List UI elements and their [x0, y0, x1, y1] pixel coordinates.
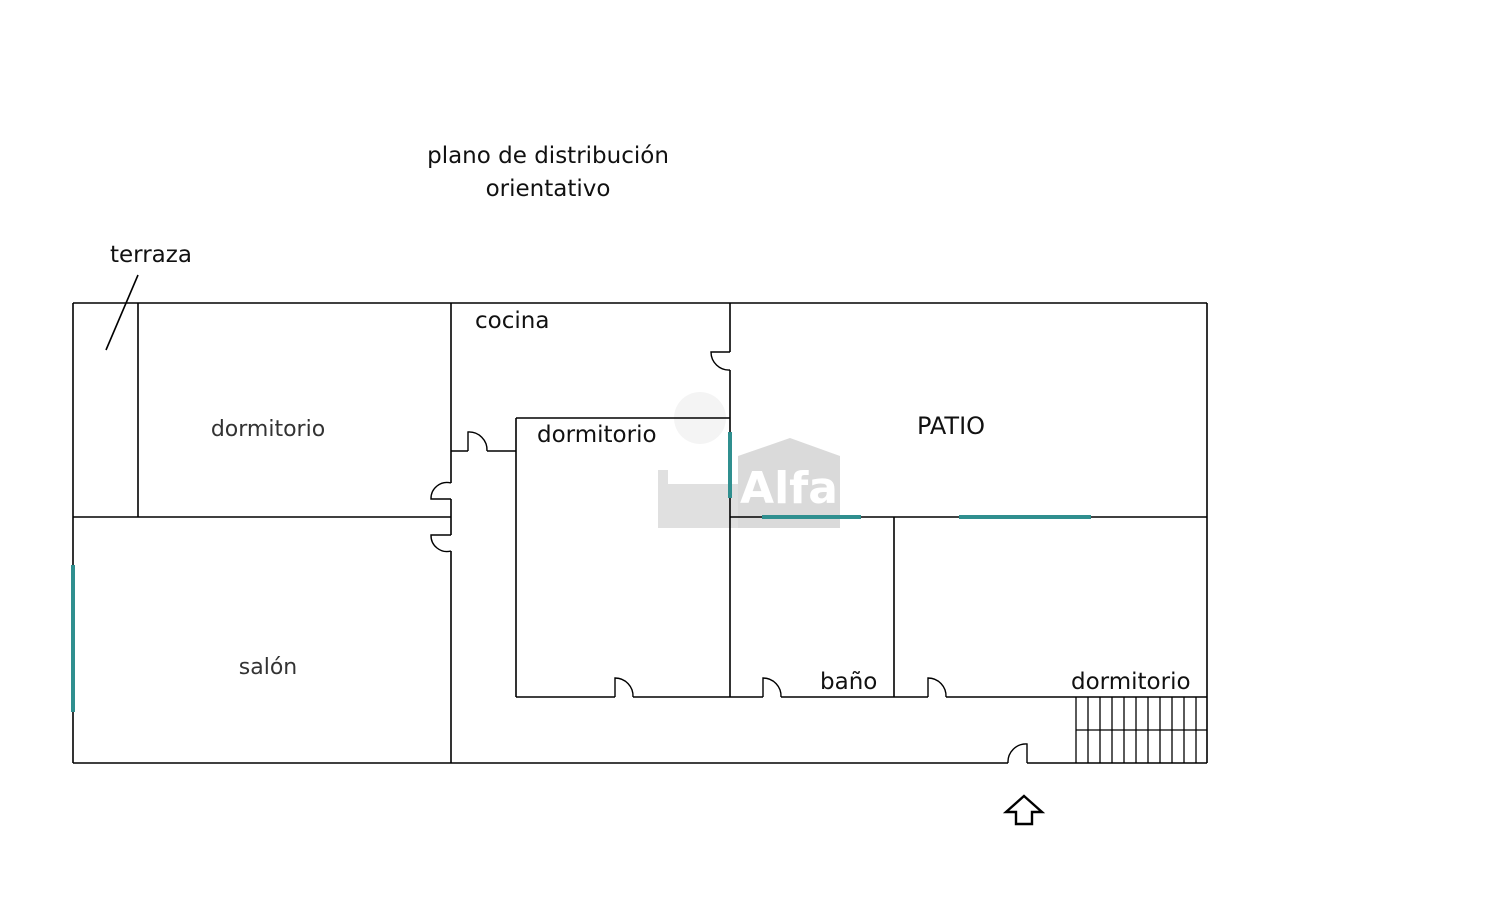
door-dormitorio-2	[614, 677, 634, 698]
door-cocina	[467, 431, 488, 452]
stairs	[1075, 697, 1207, 763]
watermark-house	[738, 438, 840, 528]
watermark-frame-left	[658, 470, 668, 528]
door-dormitorio-1	[430, 481, 452, 500]
room-label-dormitorio-center: dormitorio	[537, 422, 657, 448]
door-cocina-patio	[710, 351, 731, 371]
room-label-bano: baño	[820, 669, 877, 695]
plan-title-line-2: orientativo	[486, 176, 611, 202]
room-label-dormitorio-right: dormitorio	[1071, 669, 1191, 695]
windows	[71, 432, 1091, 712]
room-label-dormitorio-left: dormitorio	[211, 417, 325, 442]
door-dormitorio-3	[927, 677, 947, 698]
door-salon	[430, 534, 452, 553]
arrow-up-outline-icon	[1002, 794, 1046, 826]
room-label-cocina: cocina	[475, 308, 549, 334]
watermark-logo: Alfa	[658, 392, 840, 528]
door-entrance	[1007, 743, 1028, 764]
interior-walls	[73, 303, 1207, 763]
doors	[430, 351, 1028, 764]
terraza-leader-line	[105, 274, 139, 351]
room-label-salon: salón	[239, 655, 297, 680]
plan-title-line-1: plano de distribución	[427, 143, 669, 169]
watermark-text: Alfa	[740, 463, 838, 514]
outer-walls	[72, 302, 1208, 764]
door-bano	[762, 677, 782, 698]
room-label-patio: PATIO	[917, 412, 985, 440]
room-label-terraza: terraza	[110, 242, 192, 268]
